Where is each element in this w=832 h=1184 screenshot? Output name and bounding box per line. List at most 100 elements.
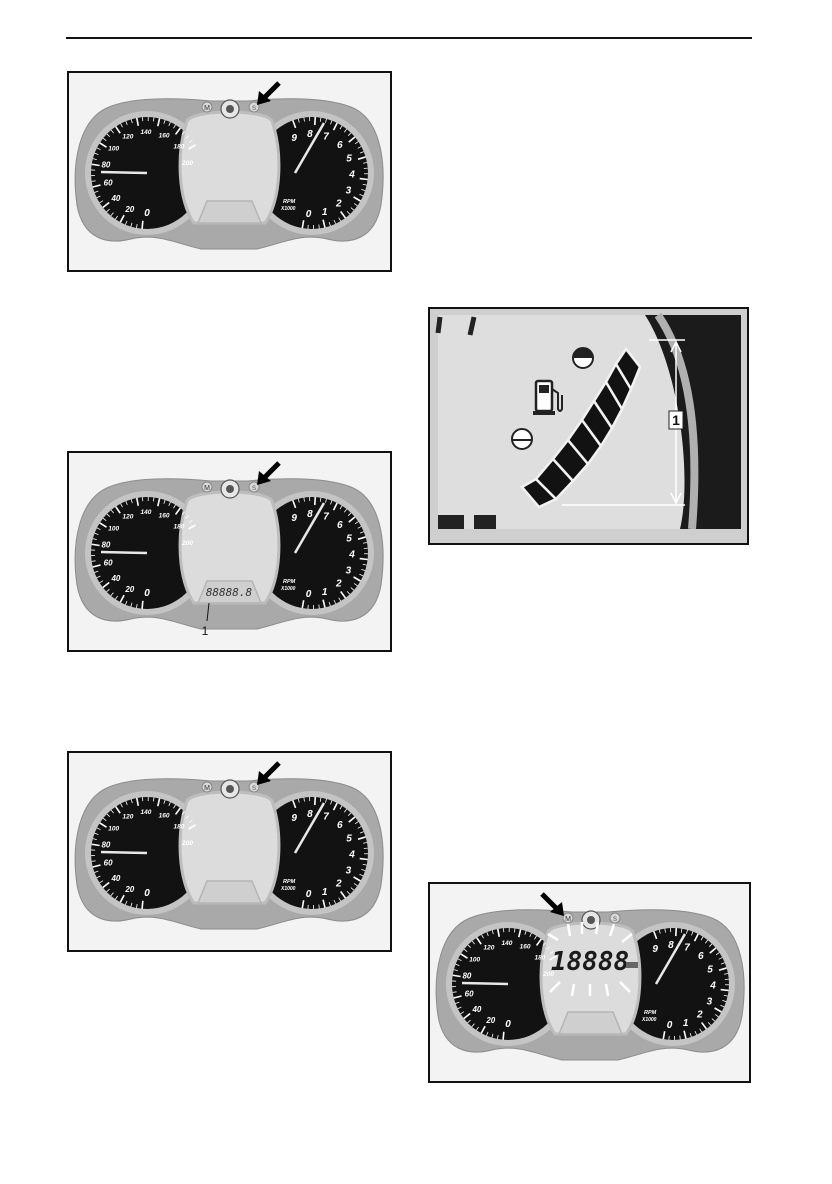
rpm-tick-label: 8: [668, 940, 674, 951]
speed-tick-label: 200: [181, 840, 193, 847]
rpm-tick-label: 4: [709, 981, 716, 992]
pointer-arrow-icon: [257, 461, 281, 485]
speed-tick-label: 0: [505, 1019, 511, 1030]
pointer-arrow-icon: [257, 761, 281, 785]
rpm-tick-label: 9: [291, 513, 297, 524]
rpm-tick-label: 9: [652, 944, 658, 955]
rpm-tick-label: 1: [322, 207, 328, 218]
mode-button[interactable]: [201, 481, 213, 493]
speed-tick-label: 60: [104, 178, 113, 187]
odometer-lcd: 18888: [551, 947, 629, 977]
set-button[interactable]: [248, 101, 260, 113]
rpm-tick-label: 3: [346, 866, 352, 877]
speed-needle: [100, 170, 148, 175]
speed-tick-label: 40: [110, 574, 120, 583]
rpm-unit-label: RPM: [283, 879, 296, 885]
rpm-needle: [293, 802, 326, 854]
speed-tick-label: 80: [462, 971, 471, 980]
set-button[interactable]: [248, 481, 260, 493]
speed-tick-label: 20: [124, 205, 134, 214]
rpm-unit-label: RPM: [283, 579, 296, 585]
rpm-unit-label: X1000: [280, 206, 296, 212]
rpm-tick-label: 1: [683, 1018, 689, 1029]
rpm-unit-label: X1000: [641, 1017, 657, 1023]
mode-button[interactable]: [201, 101, 213, 113]
speed-tick-label: 100: [108, 525, 119, 532]
speed-tick-label: 120: [122, 814, 133, 821]
callout-box: [668, 410, 684, 430]
fuel-bar-segment: [614, 346, 642, 392]
speed-needle: [100, 850, 148, 855]
rpm-needle: [293, 122, 326, 174]
speed-tick-label: 140: [140, 809, 151, 816]
rpm-tick-label: 8: [307, 809, 313, 820]
speed-tick-label: 140: [501, 940, 512, 947]
fuel-gauge-closeup: 1: [430, 309, 747, 543]
rpm-tick-label: 8: [307, 129, 313, 140]
speed-tick-label: 160: [159, 513, 170, 520]
rpm-unit-label: RPM: [644, 1010, 657, 1016]
speed-tick-label: 40: [471, 1005, 481, 1014]
rpm-unit-label: X1000: [280, 886, 296, 892]
tachometer-dial: [617, 928, 729, 1040]
speed-tick-label: 100: [108, 825, 119, 832]
speed-tick-label: 120: [122, 134, 133, 141]
speed-tick-label: 120: [122, 514, 133, 521]
set-button-label: S: [252, 486, 256, 492]
figure-fuel-gauge: 1: [428, 307, 749, 545]
rpm-tick-label: 0: [306, 589, 312, 600]
speed-tick-label: 80: [101, 540, 110, 549]
set-button-label: S: [613, 917, 617, 923]
rpm-tick-label: 2: [335, 879, 342, 890]
set-button[interactable]: [609, 912, 621, 924]
rpm-tick-label: 3: [346, 186, 352, 197]
speed-tick-label: 200: [181, 540, 193, 547]
rpm-tick-label: 5: [346, 534, 352, 545]
rpm-tick-label: 4: [348, 170, 355, 181]
rpm-tick-label: 2: [696, 1010, 703, 1021]
mode-button-label: M: [204, 785, 210, 792]
speed-tick-label: 180: [173, 824, 184, 831]
rpm-needle: [654, 933, 687, 985]
callout-label: 1: [672, 412, 680, 428]
speed-tick-label: 140: [140, 509, 151, 516]
rpm-tick-label: 7: [323, 132, 329, 143]
mode-button[interactable]: [562, 912, 574, 924]
set-button-label: S: [252, 786, 256, 792]
speed-needle: [100, 550, 148, 555]
mode-button-label: M: [565, 916, 571, 923]
speed-tick-label: 200: [542, 971, 554, 978]
speed-tick-label: 80: [101, 160, 110, 169]
rpm-tick-label: 5: [346, 834, 352, 845]
speed-tick-label: 20: [124, 585, 134, 594]
fuel-bars: [520, 346, 642, 509]
rpm-tick-label: 6: [337, 820, 343, 831]
rpm-tick-label: 1: [322, 887, 328, 898]
speed-tick-label: 20: [124, 885, 134, 894]
set-button[interactable]: [248, 781, 260, 793]
speed-tick-label: 200: [181, 160, 193, 167]
speed-tick-label: 120: [483, 945, 494, 952]
rpm-tick-label: 6: [337, 520, 343, 531]
flash-indicator-lines: [547, 921, 633, 997]
speed-tick-label: 140: [140, 129, 151, 136]
rpm-tick-label: 3: [346, 566, 352, 577]
mode-button[interactable]: [201, 781, 213, 793]
rpm-tick-label: 3: [707, 997, 713, 1008]
rpm-tick-label: 6: [698, 951, 704, 962]
rpm-tick-label: 0: [667, 1020, 673, 1031]
rpm-tick-label: 9: [291, 133, 297, 144]
speed-tick-label: 0: [144, 888, 150, 899]
pointer-arrow-icon: [540, 892, 564, 916]
